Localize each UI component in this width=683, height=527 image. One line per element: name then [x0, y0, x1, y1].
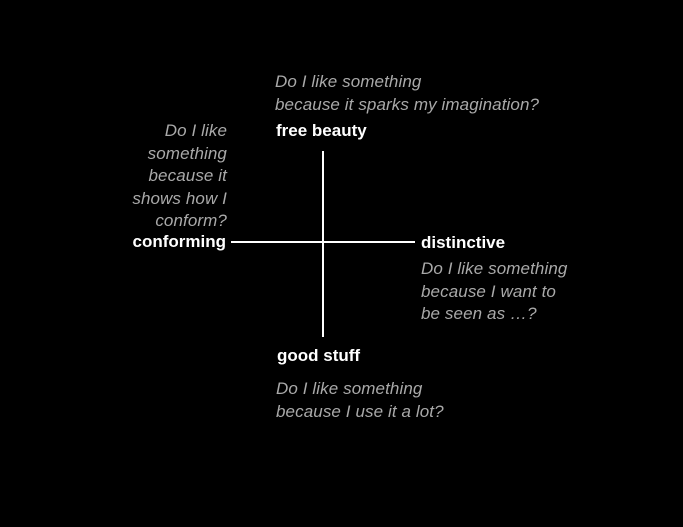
left-question-line: because it: [148, 166, 227, 185]
right-axis-label: distinctive: [421, 233, 506, 252]
bottom-question: Do I like something because I use it a l…: [276, 378, 444, 423]
right-question-line: Do I like something: [421, 259, 568, 278]
horizontal-axis-line: [231, 241, 415, 243]
bottom-question-line: Do I like something: [276, 379, 423, 398]
left-question-line: conform?: [155, 211, 227, 230]
left-question-line: Do I like: [164, 121, 227, 140]
bottom-question-line: because I use it a lot?: [276, 401, 444, 421]
top-question: Do I like something because it sparks my…: [275, 71, 539, 116]
top-question-line: because it sparks my imagination?: [275, 94, 540, 114]
right-question: Do I like something because I want to be…: [421, 258, 567, 326]
bottom-axis-label: good stuff: [277, 346, 361, 365]
top-axis-label: free beauty: [276, 121, 367, 140]
left-question-line: shows how I: [132, 188, 227, 208]
top-question-line: Do I like something: [275, 72, 422, 91]
left-question-line: something: [147, 143, 227, 163]
right-question-line: because I want to: [421, 281, 556, 301]
left-question: Do I like something because it shows how…: [110, 120, 227, 233]
left-axis-label: conforming: [132, 232, 227, 251]
right-question-line: be seen as …?: [421, 304, 537, 323]
vertical-axis-line: [322, 151, 324, 337]
